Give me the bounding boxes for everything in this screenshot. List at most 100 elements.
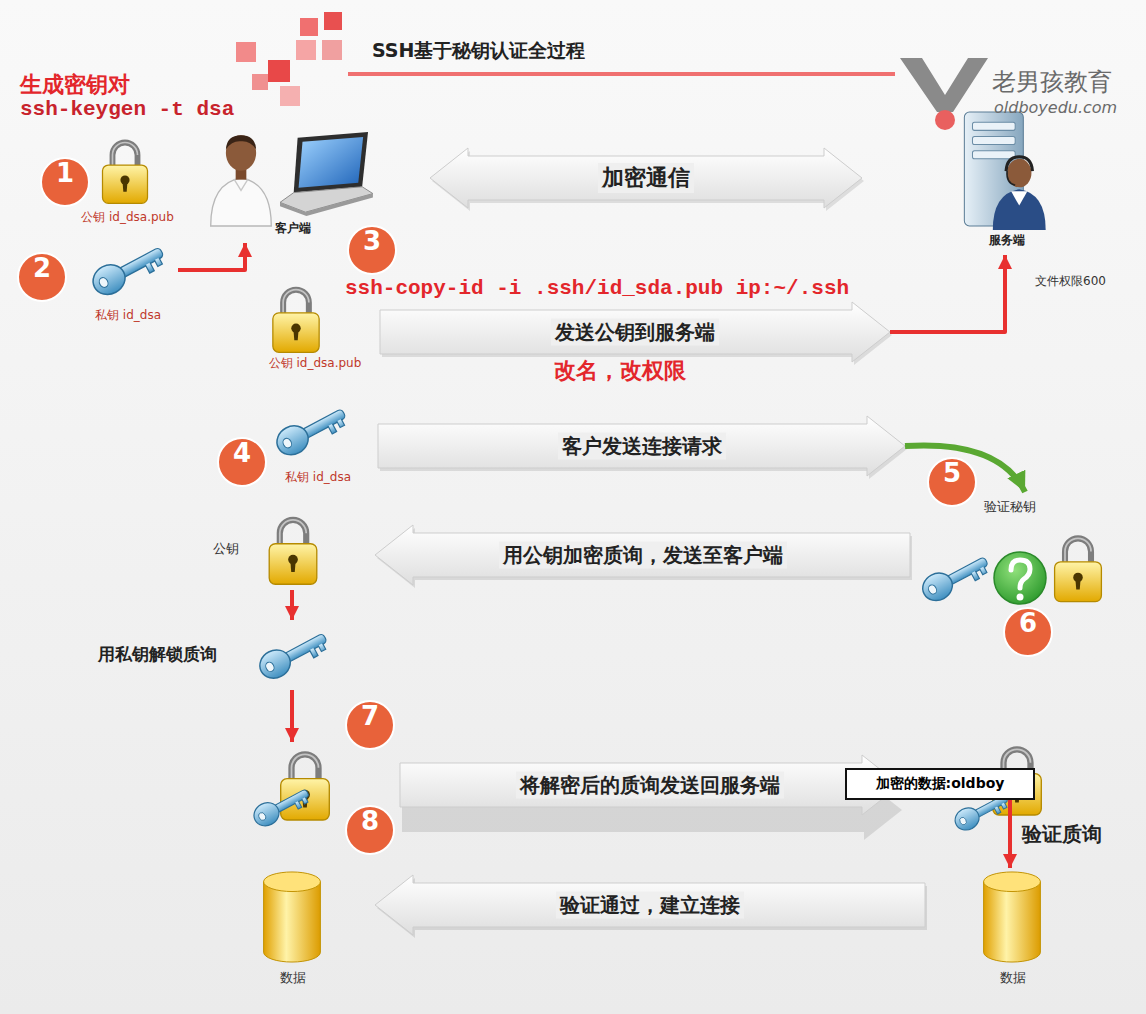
edge-label: 验证质询 xyxy=(1022,821,1102,848)
fat-arrow xyxy=(375,525,910,585)
label-holder: 文件权限600 xyxy=(1035,270,1106,290)
flow-connector xyxy=(292,590,293,620)
edge-label-holder: 加密通信 xyxy=(598,163,694,193)
callout-circle xyxy=(41,158,89,206)
node-text: 私钥 id_dsa xyxy=(285,469,351,486)
edge-label: 用公钥加密质询，发送至客户端 xyxy=(499,542,787,569)
callout-circle xyxy=(346,701,394,749)
label-holder: 3 xyxy=(348,226,396,274)
node-text: 客户端 xyxy=(275,220,311,237)
note-text: 文件权限600 xyxy=(1035,273,1106,290)
callout-number: 3 xyxy=(348,226,396,274)
label-holder: 2 xyxy=(18,253,66,301)
flow-connector xyxy=(375,525,912,588)
deco-square xyxy=(280,86,300,106)
data-box: 加密的数据:oldboy xyxy=(845,768,1035,800)
callout-circle xyxy=(18,253,66,301)
title-holder: SSH基于秘钥认证全过程 xyxy=(372,38,585,64)
node-text: 用私钥解锁质询 xyxy=(98,643,217,666)
fat-arrow xyxy=(380,302,890,362)
server-node: 服务端 xyxy=(952,105,1062,255)
node-text: 公钥 xyxy=(213,540,239,558)
logo-dot xyxy=(935,110,955,130)
label-holder: 老男孩教育 xyxy=(992,66,1112,98)
flow-connector xyxy=(1010,800,1011,868)
node-text: 数据 xyxy=(1000,969,1026,987)
deco-square xyxy=(236,42,256,62)
edge-label-holder: 验证质询 xyxy=(1022,821,1102,848)
label-holder: 7 xyxy=(346,701,394,749)
arrow-label: 将解密后的质询发送回服务端 xyxy=(516,772,784,799)
lock-icon xyxy=(281,754,330,820)
database-node: 数据 xyxy=(975,868,1050,993)
label-holder: 生成密钥对 xyxy=(20,70,130,100)
key-icon xyxy=(88,239,168,300)
flow-connector xyxy=(430,148,864,211)
private-key-node: 私钥 id_dsa xyxy=(268,398,368,492)
flow-connector xyxy=(178,243,245,270)
edge-label-holder: 用公钥加密质询，发送至客户端 xyxy=(499,542,787,569)
node-text: 私钥 id_dsa xyxy=(95,307,161,324)
edge-label: 验证通过，建立连接 xyxy=(556,892,744,919)
heading-note: 生成密钥对 xyxy=(20,70,130,100)
key-icon xyxy=(918,549,993,605)
callout-number: 4 xyxy=(218,438,266,486)
deco-square xyxy=(324,12,342,30)
watermark: oldboyedu.com xyxy=(994,98,1117,117)
diagram-title: SSH基于秘钥认证全过程 xyxy=(372,38,585,64)
label-holder: 将解密后的质询发送回服务端 xyxy=(516,772,784,799)
label-holder: 5 xyxy=(928,458,976,506)
label-holder: 1 xyxy=(41,158,89,206)
command-text: ssh-copy-id -i .ssh/id_sda.pub ip:~/.ssh xyxy=(345,277,849,300)
fat-arrow xyxy=(400,755,900,815)
red-arrow xyxy=(290,690,294,742)
callout-number: 6 xyxy=(1004,608,1052,656)
fat-arrow xyxy=(378,416,905,476)
arrow-line xyxy=(905,445,1025,492)
edge-label: 发送公钥到服务端 xyxy=(551,319,719,346)
node-text: 公钥 id_dsa.pub xyxy=(269,355,362,372)
client-node: 客户端 xyxy=(200,118,385,243)
label-holder: ssh-copy-id -i .ssh/id_sda.pub ip:~/.ssh xyxy=(345,277,849,300)
flow-connector xyxy=(378,416,1025,492)
node-text: 数据 xyxy=(280,969,306,987)
lock-icon xyxy=(273,290,319,353)
arrow-line xyxy=(290,590,294,620)
label-holder: 4 xyxy=(218,438,266,486)
label-holder: 改名，改权限 xyxy=(554,356,686,386)
callout-circle xyxy=(928,458,976,506)
logo-mark xyxy=(900,58,988,112)
node-text: 服务端 xyxy=(989,232,1025,249)
public-key-node: 公钥 xyxy=(205,508,330,590)
deco-square xyxy=(296,40,316,60)
callout-number: 2 xyxy=(18,253,66,301)
public-key-node: 公钥 id_dsa.pub xyxy=(60,128,195,232)
fat-arrow xyxy=(430,148,862,208)
person-icon xyxy=(211,135,272,226)
database-icon xyxy=(264,872,321,962)
edge-label-holder: 发送公钥到服务端 xyxy=(551,319,719,346)
callout-number: 5 xyxy=(928,458,976,506)
fat-arrow xyxy=(375,875,925,935)
lock-icon xyxy=(269,520,317,584)
callout-circle xyxy=(1004,608,1052,656)
question-dot xyxy=(1017,594,1024,601)
label-holder: ssh-keygen -t dsa xyxy=(20,98,234,121)
edge-label: 客户发送连接请求 xyxy=(558,433,726,460)
unlock-node: 用私钥解锁质询 xyxy=(90,620,335,688)
lock-icon xyxy=(103,143,148,204)
callout-circle xyxy=(346,806,394,854)
node-text: 加密的数据:oldboy xyxy=(876,775,1005,793)
public-key-node: 公钥 id_dsa.pub xyxy=(255,278,375,378)
verify-node: 验证秘钥 xyxy=(915,492,1105,617)
arrow-line xyxy=(1008,800,1012,868)
arrow-line xyxy=(890,255,1005,332)
callout-circle xyxy=(348,226,396,274)
callout-number: 7 xyxy=(346,701,394,749)
question-badge xyxy=(994,552,1046,604)
note-text: 改名，改权限 xyxy=(554,356,686,386)
lock-icon xyxy=(1055,538,1102,601)
